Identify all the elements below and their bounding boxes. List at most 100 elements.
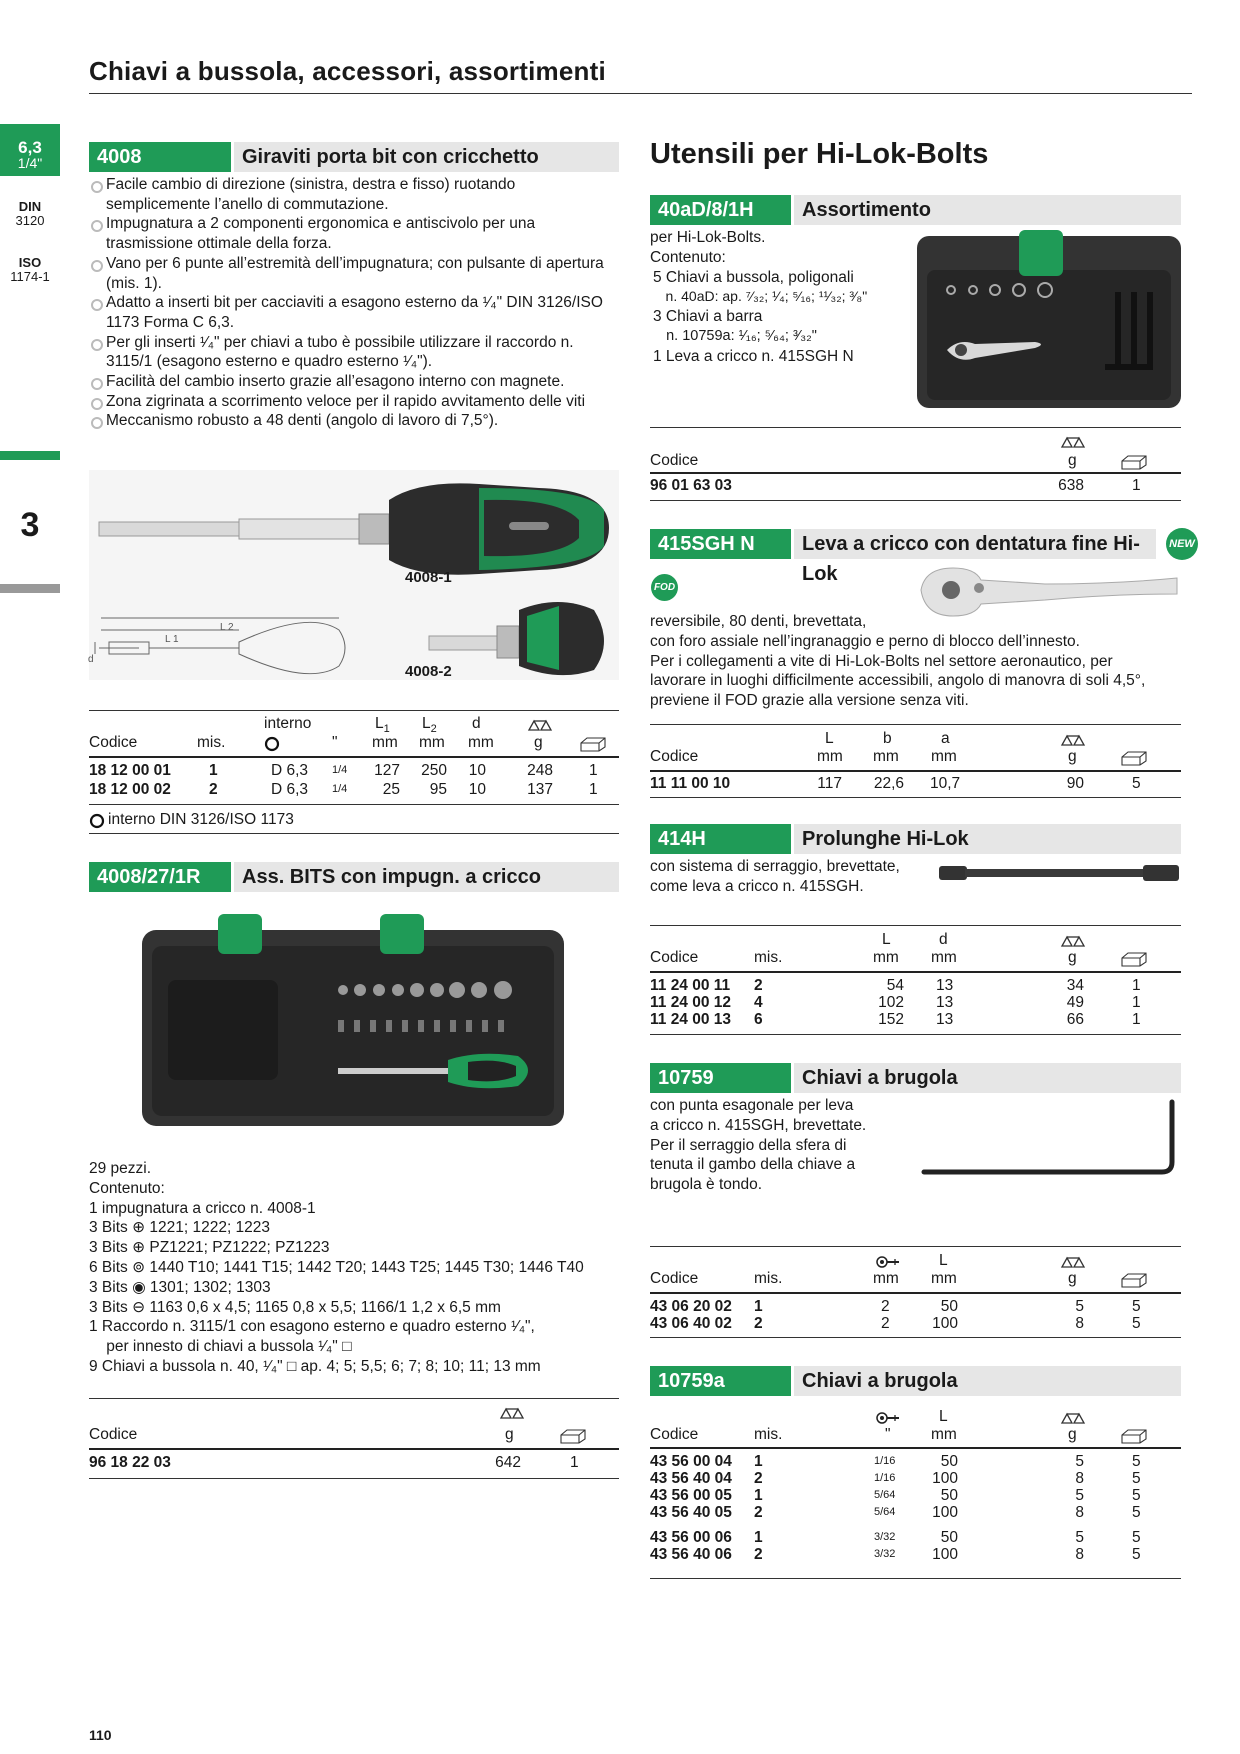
list-item: 5 Chiavi a bussola, poligonali bbox=[653, 268, 854, 286]
cell-l: 117 bbox=[817, 775, 842, 792]
section-10759a-header: 10759a Chiavi a brugola bbox=[650, 1366, 1181, 1396]
list-item: per innesto di chiavi a bussola ¹⁄₄" □ bbox=[89, 1338, 352, 1356]
caption-4008-2: 4008-2 bbox=[405, 663, 452, 680]
section-name: Assortimento bbox=[794, 195, 1181, 225]
cell-fraction: 1/16 bbox=[874, 1472, 896, 1484]
feature-list: Facile cambio di direzione (sinistra, de… bbox=[89, 175, 619, 431]
text-line: per Hi-Lok-Bolts. bbox=[650, 229, 766, 246]
cell-d: 10 bbox=[468, 781, 486, 798]
cell-fraction: 3/32 bbox=[874, 1531, 896, 1543]
cell-mis: 2 bbox=[754, 1504, 763, 1521]
table-rule bbox=[650, 1246, 1181, 1247]
section-code: 10759 bbox=[650, 1063, 791, 1093]
cell-mis: 2 bbox=[209, 781, 218, 798]
col-header-codice: Codice bbox=[650, 1426, 699, 1443]
col-header-l1: L1 bbox=[375, 715, 390, 736]
title-rule bbox=[89, 93, 1192, 94]
table-rule bbox=[89, 756, 619, 758]
table-rule bbox=[650, 770, 1181, 772]
table-rule bbox=[89, 804, 619, 805]
hexkey-image bbox=[921, 1099, 1175, 1175]
cell-fraction: 5/64 bbox=[874, 1489, 896, 1501]
package-icon bbox=[1121, 751, 1147, 766]
table-rule bbox=[89, 833, 619, 834]
list-item: Adatto a inserti bit per cacciaviti a es… bbox=[89, 293, 619, 332]
col-header-mm: mm bbox=[931, 1270, 957, 1287]
cell-l: 100 bbox=[932, 1504, 958, 1521]
cell-interno: D 6,3 bbox=[271, 762, 309, 779]
interno-icon bbox=[89, 813, 105, 829]
weight-icon bbox=[1060, 935, 1086, 947]
col-header-g: g bbox=[1068, 1426, 1077, 1443]
col-header-mm: mm bbox=[817, 748, 843, 765]
size-small: 1/4" bbox=[17, 155, 43, 171]
table-rule bbox=[650, 1337, 1181, 1338]
text-line: Contenuto: bbox=[650, 248, 726, 266]
cell-mis: 4 bbox=[754, 994, 763, 1011]
text-line: previene il FOD grazie alla versione sen… bbox=[650, 692, 969, 710]
dim-l1-label: L 1 bbox=[165, 634, 179, 645]
cell-mis: 1 bbox=[754, 1298, 763, 1315]
cell-l: 50 bbox=[940, 1529, 958, 1546]
page-title: Chiavi a bussola, accessori, assortiment… bbox=[89, 56, 606, 86]
list-item: 3 Bits ⊕ PZ1221; PZ1222; PZ1223 bbox=[89, 1239, 330, 1257]
section-name: Ass. BITS con impugn. a cricco bbox=[234, 862, 619, 892]
cell-l2: 250 bbox=[421, 762, 447, 779]
cell-g: 49 bbox=[1066, 994, 1084, 1011]
cell-l1: 25 bbox=[382, 781, 400, 798]
cell-d: 10 bbox=[468, 762, 486, 779]
cell-l: 100 bbox=[932, 1470, 958, 1487]
package-icon bbox=[1121, 952, 1147, 967]
col-header-interno: interno bbox=[264, 715, 312, 732]
text-line: con sistema di serraggio, brevettate, bbox=[650, 858, 900, 875]
hilok-case-image bbox=[917, 230, 1181, 408]
weight-icon bbox=[527, 719, 553, 731]
chapter-bar-top bbox=[0, 451, 60, 460]
col-header-codice: Codice bbox=[89, 734, 138, 751]
cell-fraction: 3/32 bbox=[874, 1548, 896, 1560]
list-item: 6 Bits ⊚ 1440 T10; 1441 T15; 1442 T20; 1… bbox=[89, 1258, 584, 1276]
table-rule bbox=[650, 724, 1181, 725]
text-line: reversibile, 80 denti, brevettata, bbox=[650, 613, 867, 630]
cell-g: 8 bbox=[1075, 1315, 1084, 1332]
table-rule bbox=[650, 472, 1181, 474]
cell-d: 13 bbox=[936, 994, 954, 1011]
cell-pack: 1 bbox=[1132, 977, 1141, 994]
assortment-40ad-contents: per Hi-Lok-Bolts. Contenuto: 5 Chiavi a … bbox=[650, 228, 930, 367]
col-header-inch: " bbox=[332, 734, 338, 751]
section-415-header: 415SGH N Leva a cricco con dentatura fin… bbox=[650, 529, 1156, 585]
list-item: 1 Leva a cricco n. 415SGH N bbox=[653, 347, 854, 365]
assortment-contents: 29 pezzi. Contenuto: 1 impugnatura a cri… bbox=[89, 1159, 629, 1377]
list-item: 3 Chiavi a barra bbox=[653, 308, 763, 326]
hex-key-icon bbox=[876, 1256, 899, 1268]
cell-pack: 1 bbox=[589, 762, 598, 779]
section-10759-header: 10759 Chiavi a brugola bbox=[650, 1063, 1181, 1093]
right-title: Utensili per Hi-Lok-Bolts bbox=[650, 138, 989, 170]
col-header-mm: mm bbox=[931, 949, 957, 966]
section-code: 4008 bbox=[89, 142, 231, 172]
cell-l: 50 bbox=[940, 1453, 958, 1470]
cell-l: 152 bbox=[878, 1011, 904, 1028]
cell-mis: 6 bbox=[754, 1011, 763, 1028]
cell-g: 8 bbox=[1075, 1504, 1084, 1521]
cell-g: 66 bbox=[1066, 1011, 1084, 1028]
col-header-codice: Codice bbox=[650, 748, 699, 765]
list-item: n. 10759a: ¹⁄₁₆; ⁵⁄₆₄; ³⁄₃₂" bbox=[650, 327, 817, 344]
section-name: Leva a cricco con dentatura fine Hi-Lok bbox=[794, 529, 1156, 585]
cell-pack: 1 bbox=[570, 1454, 579, 1471]
cell-mis: 1 bbox=[209, 762, 218, 779]
col-header-codice: Codice bbox=[650, 452, 699, 469]
col-header-codice: Codice bbox=[650, 949, 699, 966]
cell-b: 22,6 bbox=[873, 775, 904, 792]
cell-l: 54 bbox=[886, 977, 904, 994]
text-line: a cricco n. 415SGH, brevettate. bbox=[650, 1116, 867, 1134]
cell-l: 100 bbox=[932, 1315, 958, 1332]
col-header-g: g bbox=[1068, 452, 1077, 469]
list-item: 1 impugnatura a cricco n. 4008-1 bbox=[89, 1199, 316, 1217]
list-item: Vano per 6 punte all’estremità dell’impu… bbox=[89, 254, 619, 293]
col-header-mm: mm bbox=[931, 1426, 957, 1443]
text-line: come leva a cricco n. 415SGH. bbox=[650, 877, 864, 895]
section-414-header: 414H Prolunghe Hi-Lok bbox=[650, 824, 1181, 854]
cell-pack: 5 bbox=[1132, 1298, 1141, 1315]
